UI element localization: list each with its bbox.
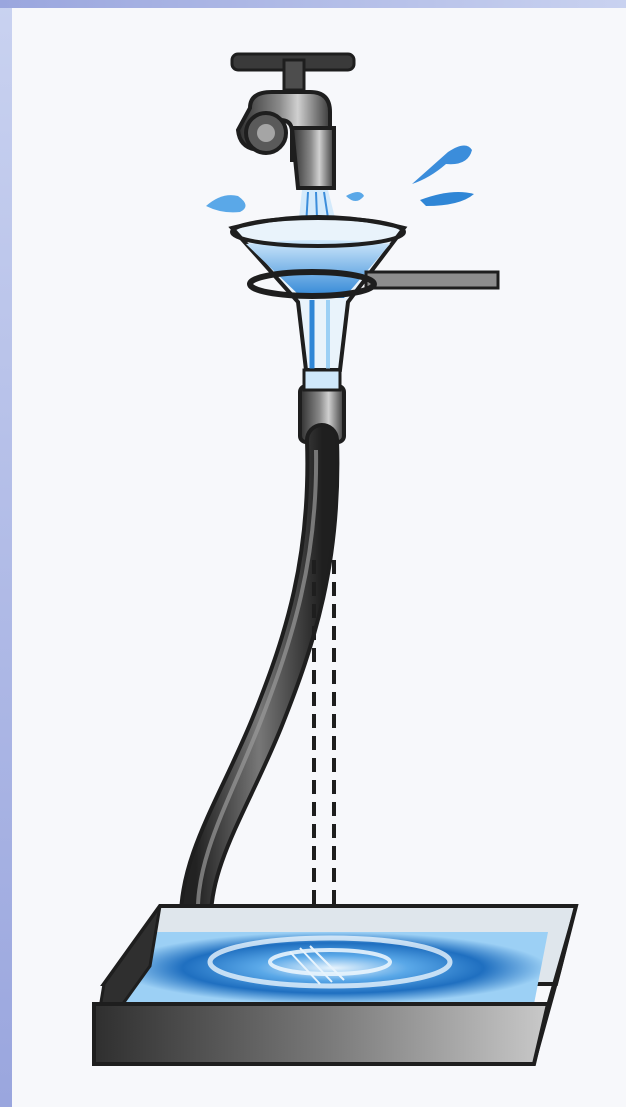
- tube-icon: [186, 440, 322, 958]
- dashed-pipe-icon: [314, 560, 392, 950]
- faucet-icon: [232, 54, 354, 188]
- water-drop-icon: [206, 145, 474, 212]
- tray-icon: [94, 906, 576, 1064]
